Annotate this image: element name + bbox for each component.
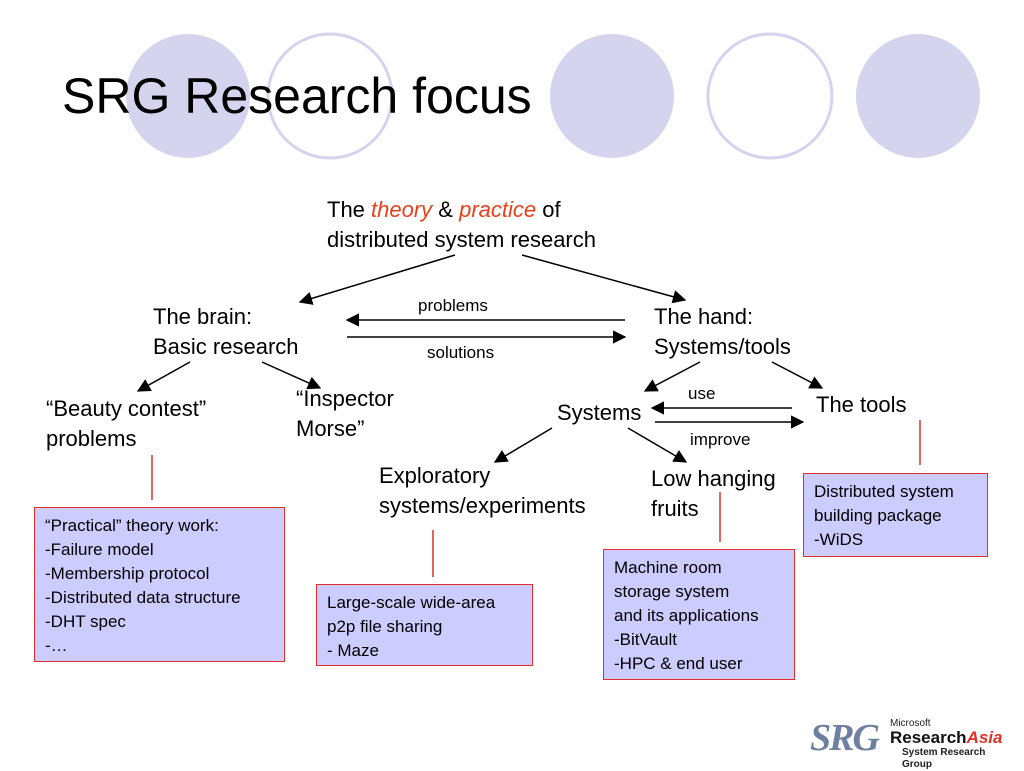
brain-line1: The brain: bbox=[153, 304, 253, 329]
srg-logo: SRG Microsoft ResearchAsia System Resear… bbox=[806, 714, 1016, 770]
beauty-line2: problems bbox=[46, 426, 137, 451]
logo-research: Research bbox=[890, 728, 967, 747]
root-node-line1: The theory & practice of bbox=[327, 195, 596, 225]
machine-room-box: Machine room storage system and its appl… bbox=[603, 549, 795, 680]
theory-word: theory bbox=[371, 197, 433, 222]
lowhanging-line2: fruits bbox=[651, 496, 699, 521]
practice-word: practice bbox=[459, 197, 537, 222]
arrow-systems-to-lowhanging bbox=[627, 427, 688, 463]
logo-microsoft: Microsoft bbox=[890, 718, 931, 729]
brain-line2: Basic research bbox=[153, 334, 299, 359]
box-line: -Membership protocol bbox=[45, 564, 210, 583]
box-line: Distributed system bbox=[814, 482, 954, 501]
dist-package-box: Distributed system building package -WiD… bbox=[803, 473, 988, 557]
lowhanging-node: Low hanging fruits bbox=[651, 464, 776, 524]
box-line: -Failure model bbox=[45, 540, 154, 559]
exploratory-line1: Exploratory bbox=[379, 463, 491, 488]
amp-word: & bbox=[432, 197, 460, 222]
deco-circle bbox=[550, 34, 674, 158]
hand-line1: The hand: bbox=[654, 304, 754, 329]
logo-asia: Asia bbox=[966, 728, 1003, 747]
connector-arrows bbox=[136, 254, 824, 463]
box-line: “Practical” theory work: bbox=[45, 516, 219, 535]
deco-circle bbox=[266, 32, 394, 160]
theory-work-box: “Practical” theory work: -Failure model … bbox=[34, 507, 285, 662]
arrow-hand-to-tools bbox=[771, 361, 824, 389]
root-suffix: of bbox=[536, 197, 561, 222]
box-line: Large-scale wide-area bbox=[327, 593, 496, 612]
root-node-line2: distributed system research bbox=[327, 227, 596, 252]
problems-label: problems bbox=[418, 296, 488, 315]
logo-research-asia: ResearchAsia bbox=[890, 728, 1002, 748]
use-label: use bbox=[688, 384, 716, 403]
lowhanging-line1: Low hanging bbox=[651, 466, 776, 491]
box-line: storage system bbox=[614, 582, 730, 601]
decorative-circles bbox=[126, 32, 980, 160]
box-line: -BitVault bbox=[614, 630, 677, 649]
box-line: -Distributed data structure bbox=[45, 588, 241, 607]
tools-node: The tools bbox=[816, 392, 907, 417]
box-line: building package bbox=[814, 506, 942, 525]
page-title: SRG Research focus bbox=[62, 68, 532, 124]
box-line: Machine room bbox=[614, 558, 722, 577]
beauty-node: “Beauty contest” problems bbox=[46, 394, 206, 454]
inspector-line2: Morse” bbox=[296, 416, 365, 441]
inspector-node: “Inspector Morse” bbox=[296, 384, 394, 444]
box-line: - Maze bbox=[327, 641, 379, 660]
box-line: -DHT spec bbox=[45, 612, 126, 631]
deco-circle bbox=[126, 34, 250, 158]
root-node: The theory & practice of distributed sys… bbox=[327, 195, 596, 255]
arrow-systems-to-exploratory bbox=[493, 427, 553, 463]
inspector-line1: “Inspector bbox=[296, 386, 394, 411]
root-prefix: The bbox=[327, 197, 372, 222]
arrow-brain-to-inspector bbox=[261, 361, 322, 390]
exploratory-node: Exploratory systems/experiments bbox=[379, 461, 586, 521]
beauty-line1: “Beauty contest” bbox=[46, 396, 207, 421]
exploratory-line2: systems/experiments bbox=[379, 493, 586, 518]
hand-line2: Systems/tools bbox=[654, 334, 791, 359]
logo-group: System Research Group bbox=[902, 747, 986, 770]
hand-node: The hand: Systems/tools bbox=[654, 302, 791, 362]
improve-label: improve bbox=[690, 430, 751, 449]
deco-circle bbox=[856, 34, 980, 158]
box-line: and its applications bbox=[614, 606, 759, 625]
deco-circle bbox=[706, 32, 834, 160]
box-connectors bbox=[151, 420, 921, 577]
srg-mark: SRG bbox=[810, 717, 880, 759]
box-line: -… bbox=[45, 636, 68, 655]
arrow-top-to-brain bbox=[298, 254, 456, 305]
p2p-box: Large-scale wide-area p2p file sharing -… bbox=[316, 584, 533, 666]
arrow-hand-to-systems bbox=[643, 361, 701, 392]
systems-node: Systems bbox=[557, 400, 642, 425]
box-line: -WiDS bbox=[814, 530, 864, 549]
brain-node: The brain: Basic research bbox=[153, 302, 299, 362]
box-line: p2p file sharing bbox=[327, 617, 443, 636]
box-line: -HPC & end user bbox=[614, 654, 743, 673]
solutions-label: solutions bbox=[427, 343, 495, 362]
arrow-top-to-hand bbox=[521, 254, 687, 304]
arrow-brain-to-beauty bbox=[136, 361, 191, 392]
